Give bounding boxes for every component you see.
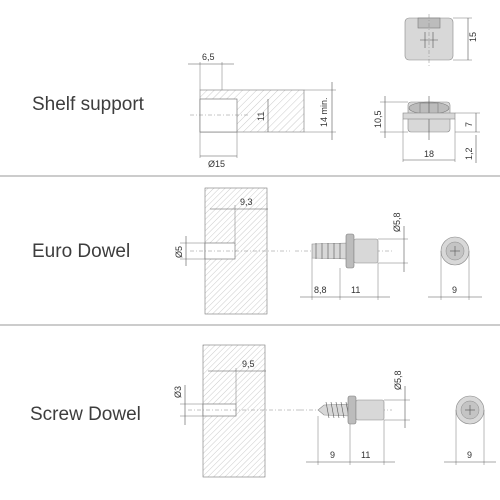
dim-11: 11	[361, 450, 370, 460]
screw-dowel-section-view: 9,5 Ø3	[173, 344, 300, 478]
row-title-shelf-support: Shelf support	[32, 94, 145, 115]
dim-18: 18	[424, 149, 434, 159]
dim-15: 15	[468, 32, 478, 42]
dim-9-end: 9	[467, 450, 472, 460]
euro-dowel-side-view: Ø5,8 8,8 11	[295, 212, 408, 300]
screw-dowel-side-view: Ø5,8 9 11	[300, 370, 410, 465]
dim-9-5: 9,5	[242, 359, 255, 369]
dim-11: 11	[351, 285, 360, 295]
screw-dowel-section: Screw Dowel 9,5 Ø3 Ø5,8	[30, 344, 496, 478]
shelf-support-section-view: 6,5 11 14 min. Ø15	[188, 52, 336, 169]
dim-1-2: 1,2	[464, 147, 474, 160]
dim-8-8: 8,8	[314, 285, 327, 295]
euro-dowel-end-view: 9	[428, 236, 482, 300]
dim-diameter-3: Ø3	[173, 386, 183, 398]
row-title-screw-dowel: Screw Dowel	[30, 404, 141, 425]
bore-hole	[199, 98, 238, 133]
dim-6-5: 6,5	[202, 52, 215, 62]
shelf-support-top-view: 15	[404, 14, 478, 66]
row-title-euro-dowel: Euro Dowel	[32, 241, 130, 262]
dim-diameter-5-8: Ø5,8	[393, 370, 403, 390]
dim-7: 7	[464, 122, 474, 127]
dim-10-5: 10,5	[373, 110, 383, 128]
dim-14-min: 14 min.	[319, 97, 329, 127]
dim-diameter-5-8: Ø5,8	[392, 212, 402, 232]
dim-9-3: 9,3	[240, 197, 253, 207]
dim-9: 9	[452, 285, 457, 295]
dim-diameter-15: Ø15	[208, 159, 225, 169]
euro-dowel-section: Euro Dowel 9,3 Ø5 Ø5,8	[32, 187, 482, 315]
euro-dowel-section-view: 9,3 Ø5	[174, 187, 290, 315]
screw-dowel-end-view: 9	[444, 395, 496, 465]
dim-11: 11	[256, 112, 266, 121]
shelf-support-side-view: 10,5 7 1,2 18	[373, 96, 480, 163]
shelf-support-section: Shelf support 6,5 11 14 min. Ø15	[32, 14, 480, 169]
dim-diameter-5: Ø5	[174, 246, 184, 258]
dim-9: 9	[330, 450, 335, 460]
